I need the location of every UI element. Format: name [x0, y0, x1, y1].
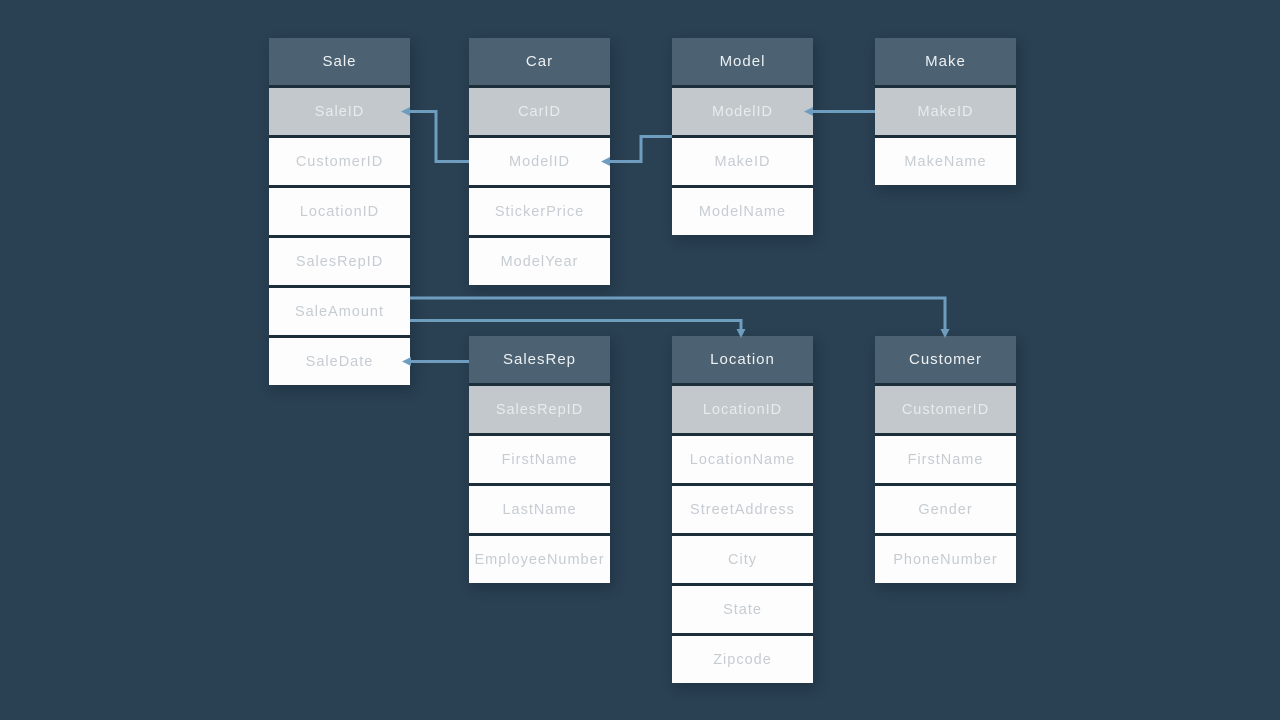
line-car-modelid-to-sale-saleid [410, 110, 469, 163]
table-car-field-carid: CarID [469, 88, 610, 135]
table-sale-field-salesrepid: SalesRepID [269, 238, 410, 285]
table-location-field-state: State [672, 586, 813, 633]
table-car-field-modelid: ModelID [469, 138, 610, 185]
table-salesrep-field-firstname: FirstName [469, 436, 610, 483]
table-sale-field-saleamount: SaleAmount [269, 288, 410, 335]
table-model-field-makeid: MakeID [672, 138, 813, 185]
table-location-field-city: City [672, 536, 813, 583]
table-sale-field-saleid: SaleID [269, 88, 410, 135]
table-model-title: Model [672, 38, 813, 85]
line-sale-to-customer [410, 296, 947, 329]
table-make-field-makename: MakeName [875, 138, 1016, 185]
table-customer-field-firstname: FirstName [875, 436, 1016, 483]
table-sale-field-locationid: LocationID [269, 188, 410, 235]
table-sale-field-saledate: SaleDate [269, 338, 410, 385]
line-sale-to-location [410, 319, 743, 329]
table-salesrep-field-employeenumber: EmployeeNumber [469, 536, 610, 583]
table-salesrep-field-salesrepid: SalesRepID [469, 386, 610, 433]
table-customer-field-phonenumber: PhoneNumber [875, 536, 1016, 583]
table-model-field-modelid: ModelID [672, 88, 813, 135]
table-customer-field-gender: Gender [875, 486, 1016, 533]
table-car-field-modelyear: ModelYear [469, 238, 610, 285]
table-salesrep-field-lastname: LastName [469, 486, 610, 533]
table-make-field-makeid: MakeID [875, 88, 1016, 135]
table-location-field-zipcode: Zipcode [672, 636, 813, 683]
table-car-field-stickerprice: StickerPrice [469, 188, 610, 235]
table-model-field-modelname: ModelName [672, 188, 813, 235]
table-location-title: Location [672, 336, 813, 383]
table-car-title: Car [469, 38, 610, 85]
table-location-field-locationid: LocationID [672, 386, 813, 433]
line-model-to-car-modelid [610, 135, 672, 163]
table-customer-field-customerid: CustomerID [875, 386, 1016, 433]
table-sale-title: Sale [269, 38, 410, 85]
table-sale-field-customerid: CustomerID [269, 138, 410, 185]
table-customer-title: Customer [875, 336, 1016, 383]
table-make-title: Make [875, 38, 1016, 85]
table-location-field-locationname: LocationName [672, 436, 813, 483]
table-location-field-streetaddress: StreetAddress [672, 486, 813, 533]
table-salesrep-title: SalesRep [469, 336, 610, 383]
